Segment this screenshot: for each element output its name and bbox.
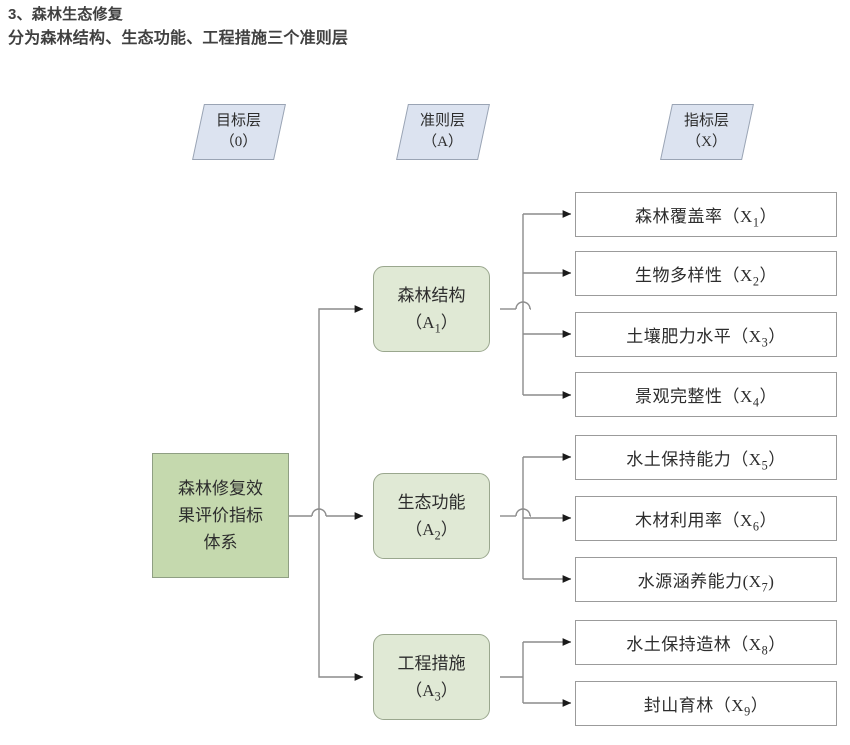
page-heading: 3、森林生态修复 分为森林结构、生态功能、工程措施三个准则层 bbox=[8, 4, 708, 51]
indicator-layer-header: 指标层 （X） bbox=[660, 104, 754, 160]
indicator-node-x9[interactable]: 封山育林（X9） bbox=[575, 681, 837, 726]
criterion-a3-label: 工程措施 bbox=[397, 654, 466, 673]
criterion-node-a1[interactable]: 森林结构 （A1） bbox=[373, 266, 490, 352]
heading-line-2: 分为森林结构、生态功能、工程措施三个准则层 bbox=[8, 30, 349, 47]
goal-line-2: 果评价指标 bbox=[178, 506, 263, 525]
criterion-layer-header-code: （A） bbox=[422, 134, 464, 150]
criterion-layer-header: 准则层 （A） bbox=[396, 104, 490, 160]
heading-line-1: 3、森林生态修复 bbox=[8, 6, 123, 23]
goal-layer-header-code: （0） bbox=[220, 134, 258, 150]
goal-node[interactable]: 森林修复效 果评价指标 体系 bbox=[152, 453, 289, 578]
criterion-layer-header-title: 准则层 bbox=[420, 113, 466, 129]
criterion-a2-label: 生态功能 bbox=[397, 493, 466, 512]
indicator-x4-label: 景观完整性（X4） bbox=[635, 387, 777, 410]
goal-layer-header-title: 目标层 bbox=[216, 113, 262, 129]
goal-layer-header: 目标层 （0） bbox=[192, 104, 286, 160]
criterion-node-a2[interactable]: 生态功能 （A2） bbox=[373, 473, 490, 559]
indicator-x3-label: 土壤肥力水平（X3） bbox=[626, 327, 786, 350]
criterion-node-a3[interactable]: 工程措施 （A3） bbox=[373, 634, 490, 720]
indicator-node-x5[interactable]: 水土保持能力（X5） bbox=[575, 435, 837, 480]
indicator-x9-label: 封山育林（X9） bbox=[643, 696, 769, 719]
indicator-layer-header-title: 指标层 bbox=[684, 113, 730, 129]
criterion-a1-label: 森林结构 bbox=[397, 286, 466, 305]
indicator-node-x1[interactable]: 森林覆盖率（X1） bbox=[575, 192, 837, 237]
indicator-node-x2[interactable]: 生物多样性（X2） bbox=[575, 251, 837, 296]
indicator-x5-label: 水土保持能力（X5） bbox=[626, 450, 786, 473]
indicator-x7-label: 水源涵养能力(X7) bbox=[637, 572, 775, 595]
indicator-node-x4[interactable]: 景观完整性（X4） bbox=[575, 372, 837, 417]
indicator-x1-label: 森林覆盖率（X1） bbox=[635, 207, 777, 230]
indicator-x2-label: 生物多样性（X2） bbox=[635, 266, 777, 289]
criterion-a1-code: （A1） bbox=[405, 313, 458, 336]
criterion-a3-code: （A3） bbox=[405, 681, 458, 704]
indicator-x6-label: 木材利用率（X6） bbox=[635, 511, 777, 534]
criterion-a2-code: （A2） bbox=[405, 520, 458, 543]
indicator-node-x7[interactable]: 水源涵养能力(X7) bbox=[575, 557, 837, 602]
indicator-node-x3[interactable]: 土壤肥力水平（X3） bbox=[575, 312, 837, 357]
goal-line-1: 森林修复效 bbox=[178, 479, 263, 498]
indicator-x8-label: 水土保持造林（X8） bbox=[626, 635, 786, 658]
indicator-node-x6[interactable]: 木材利用率（X6） bbox=[575, 496, 837, 541]
indicator-layer-header-code: （X） bbox=[686, 134, 728, 150]
goal-line-3: 体系 bbox=[203, 533, 238, 552]
indicator-node-x8[interactable]: 水土保持造林（X8） bbox=[575, 620, 837, 665]
